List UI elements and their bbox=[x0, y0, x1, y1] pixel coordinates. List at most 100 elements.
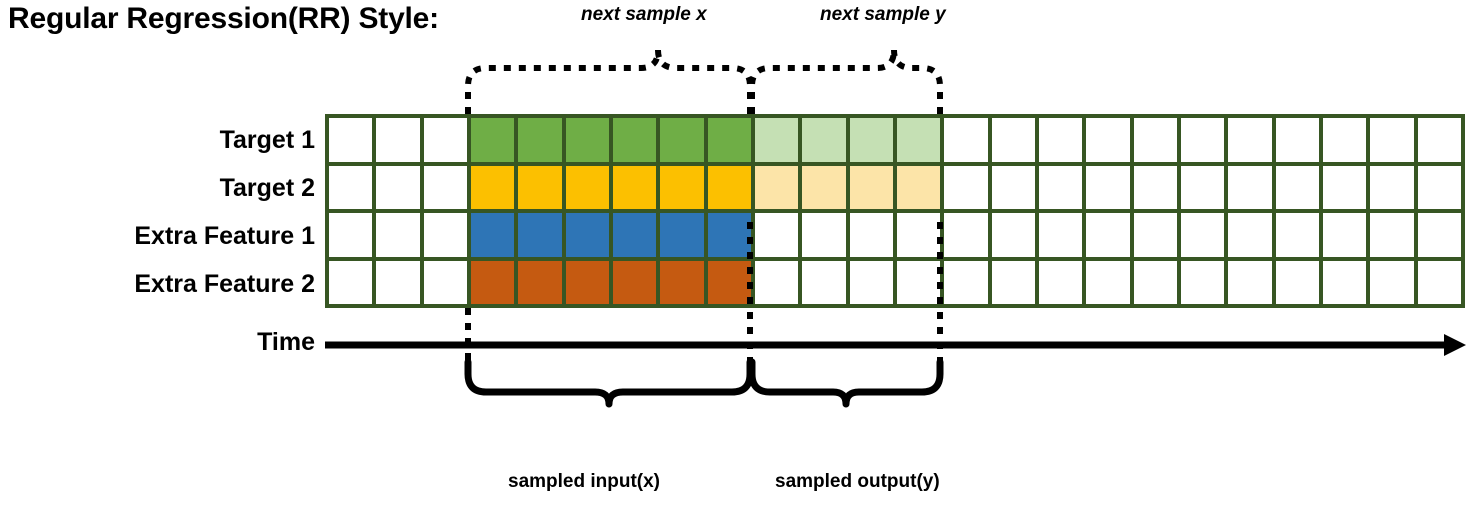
time-axis-arrow bbox=[325, 334, 1466, 356]
grid-cell-r4-c7-input bbox=[612, 260, 657, 304]
grid-cell-r3-c18-empty bbox=[1133, 213, 1177, 257]
grid-cell-r2-c20-empty bbox=[1228, 165, 1272, 209]
caption-input-line-1: sampled input(x) bbox=[508, 471, 661, 492]
grid-cell-r2-c24-empty bbox=[1417, 165, 1461, 209]
grid-cell-r1-c4-input bbox=[470, 118, 515, 162]
grid-cell-r1-c22-empty bbox=[1322, 118, 1367, 162]
grid-cell-r3-c8-input bbox=[660, 213, 704, 257]
grid-cell-r1-c9-input bbox=[707, 118, 751, 162]
grid-cell-r4-c12-empty bbox=[849, 260, 893, 304]
grid-cell-r1-c24-empty bbox=[1417, 118, 1461, 162]
grid-cell-r2-c13-output bbox=[896, 165, 941, 209]
grid-cell-r1-c1-empty bbox=[329, 118, 373, 162]
grid-cell-r2-c10-output bbox=[754, 165, 799, 209]
grid-cell-r1-c18-empty bbox=[1133, 118, 1177, 162]
row-label-extra-feature-2: Extra Feature 2 bbox=[134, 270, 315, 298]
grid-cell-r4-c8-input bbox=[660, 260, 704, 304]
grid-cell-r4-c17-empty bbox=[1086, 260, 1130, 304]
grid-cell-r1-c3-empty bbox=[423, 118, 467, 162]
grid-cell-r4-c13-empty bbox=[896, 260, 941, 304]
grid-cell-r2-c21-empty bbox=[1275, 165, 1319, 209]
grid-cell-r3-c14-empty bbox=[944, 213, 988, 257]
grid-cell-r3-c6-input bbox=[565, 213, 609, 257]
grid-cell-r4-c4-input bbox=[470, 260, 515, 304]
grid-cell-r1-c23-empty bbox=[1370, 118, 1414, 162]
grid-cell-r3-c10-empty bbox=[754, 213, 799, 257]
grid-cell-r2-c6-input bbox=[565, 165, 609, 209]
grid-cell-r2-c7-input bbox=[612, 165, 657, 209]
grid-cell-r2-c16-empty bbox=[1038, 165, 1083, 209]
grid-cell-r1-c10-output bbox=[754, 118, 799, 162]
grid-cell-r2-c2-empty bbox=[376, 165, 420, 209]
page-title: Regular Regression(RR) Style: bbox=[8, 2, 439, 35]
grid-cell-r2-c12-output bbox=[849, 165, 893, 209]
grid-cell-r1-c12-output bbox=[849, 118, 893, 162]
grid-cell-r3-c23-empty bbox=[1370, 213, 1414, 257]
grid-cell-r1-c11-output bbox=[802, 118, 846, 162]
timeseries-grid bbox=[325, 114, 1465, 308]
grid-cell-r1-c19-empty bbox=[1180, 118, 1225, 162]
grid-cell-r2-c4-input bbox=[470, 165, 515, 209]
grid-cell-r3-c12-empty bbox=[849, 213, 893, 257]
row-label-target-1: Target 1 bbox=[219, 126, 315, 154]
grid-cell-r3-c22-empty bbox=[1322, 213, 1367, 257]
grid-cell-r2-c14-empty bbox=[944, 165, 988, 209]
grid-cell-r2-c1-empty bbox=[329, 165, 373, 209]
grid-cell-r4-c16-empty bbox=[1038, 260, 1083, 304]
grid-cell-r4-c19-empty bbox=[1180, 260, 1225, 304]
grid-cell-r3-c1-empty bbox=[329, 213, 373, 257]
brace-sampled-output bbox=[748, 358, 944, 408]
grid-cell-r4-c18-empty bbox=[1133, 260, 1177, 304]
grid-cell-r1-c5-input bbox=[518, 118, 562, 162]
time-axis-label: Time bbox=[257, 328, 315, 356]
grid-cell-r4-c9-input bbox=[707, 260, 751, 304]
grid-cell-r1-c2-empty bbox=[376, 118, 420, 162]
grid-cell-r2-c17-empty bbox=[1086, 165, 1130, 209]
grid-cell-r4-c5-input bbox=[518, 260, 562, 304]
dotted-brace-next-sample-x bbox=[465, 49, 753, 114]
grid-cell-r4-c10-empty bbox=[754, 260, 799, 304]
grid-cell-r3-c16-empty bbox=[1038, 213, 1083, 257]
grid-cell-r2-c23-empty bbox=[1370, 165, 1414, 209]
grid-cell-r3-c11-empty bbox=[802, 213, 846, 257]
grid-cell-r4-c21-empty bbox=[1275, 260, 1319, 304]
grid-cell-r2-c11-output bbox=[802, 165, 846, 209]
grid-cell-r4-c3-empty bbox=[423, 260, 467, 304]
grid-cell-r1-c14-empty bbox=[944, 118, 988, 162]
annotation-next-sample-y: next sample y bbox=[820, 4, 946, 25]
grid-cell-r3-c7-input bbox=[612, 213, 657, 257]
grid-cell-r3-c20-empty bbox=[1228, 213, 1272, 257]
grid-cell-r4-c6-input bbox=[565, 260, 609, 304]
grid-cell-r1-c17-empty bbox=[1086, 118, 1130, 162]
grid-cell-r2-c19-empty bbox=[1180, 165, 1225, 209]
grid-cell-r1-c13-output bbox=[896, 118, 941, 162]
grid-cell-r1-c21-empty bbox=[1275, 118, 1319, 162]
grid-cell-r2-c15-empty bbox=[991, 165, 1035, 209]
grid-cell-r3-c4-input bbox=[470, 213, 515, 257]
grid-cell-r4-c11-empty bbox=[802, 260, 846, 304]
caption-sampled-output: sampled output(y) horizon=4 output_featu… bbox=[775, 422, 980, 516]
grid-cell-r2-c18-empty bbox=[1133, 165, 1177, 209]
grid-cell-r3-c17-empty bbox=[1086, 213, 1130, 257]
grid-cell-r2-c5-input bbox=[518, 165, 562, 209]
grid-cell-r3-c15-empty bbox=[991, 213, 1035, 257]
grid-cell-r1-c15-empty bbox=[991, 118, 1035, 162]
grid-cell-r1-c8-input bbox=[660, 118, 704, 162]
grid-cell-r2-c8-input bbox=[660, 165, 704, 209]
brace-sampled-input bbox=[464, 358, 754, 408]
grid-cell-r4-c23-empty bbox=[1370, 260, 1414, 304]
grid-cell-r2-c3-empty bbox=[423, 165, 467, 209]
grid-cell-r1-c6-input bbox=[565, 118, 609, 162]
grid-cell-r3-c2-empty bbox=[376, 213, 420, 257]
grid-cell-r3-c3-empty bbox=[423, 213, 467, 257]
grid-cell-r2-c22-empty bbox=[1322, 165, 1367, 209]
caption-sampled-input: sampled input(x) lookback=6 input_featur… bbox=[508, 422, 701, 516]
row-label-target-2: Target 2 bbox=[219, 174, 315, 202]
grid-cell-r4-c20-empty bbox=[1228, 260, 1272, 304]
grid-cell-r3-c24-empty bbox=[1417, 213, 1461, 257]
grid-cell-r4-c14-empty bbox=[944, 260, 988, 304]
caption-output-line-1: sampled output(y) bbox=[775, 471, 940, 492]
grid-cell-r1-c7-input bbox=[612, 118, 657, 162]
grid-cell-r2-c9-input bbox=[707, 165, 751, 209]
